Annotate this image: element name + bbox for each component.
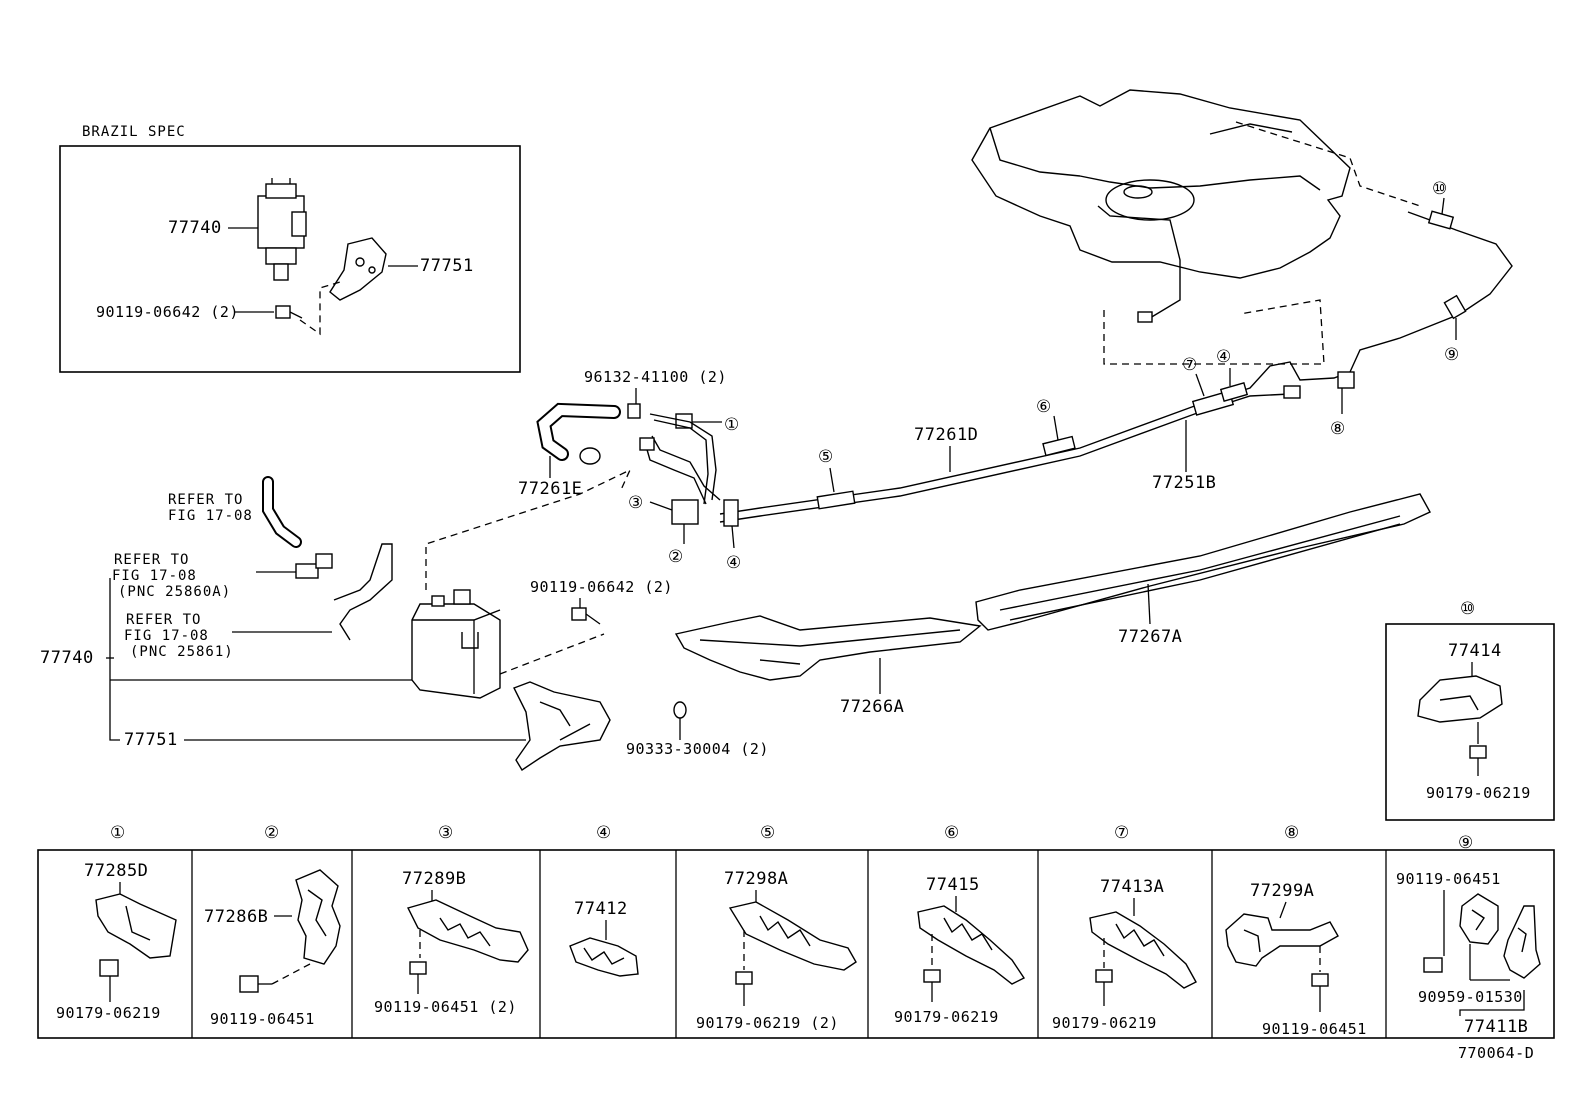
detail-strip xyxy=(37,849,1555,1039)
main-callouts: ① ② ③ ④ ⑤ ⑥ ⑦ ④ ⑧ ⑨ ⑩ xyxy=(628,179,1459,573)
detail-4: ④ 77412 xyxy=(569,823,639,977)
detail-2-callout: ② xyxy=(264,823,279,843)
fuel-tank xyxy=(971,89,1421,365)
main-fuel-tubes xyxy=(639,210,1513,527)
detail-10: ⑩ 77414 90179-06219 xyxy=(1385,599,1555,821)
detail-5-callout: ⑤ xyxy=(760,823,775,843)
refer-note-2-line1: REFER TO xyxy=(114,552,189,568)
refer-note-2: REFER TO FIG 17-08 (PNC 25860A) xyxy=(112,552,231,600)
detail-1: ① 77285D 90179-06219 xyxy=(56,823,177,1022)
callout-main-4a: ④ xyxy=(726,553,741,573)
inset-canister xyxy=(257,178,307,281)
label-77251B: 77251B xyxy=(1152,473,1216,493)
detail-2-part: 77286B xyxy=(204,907,268,927)
label-90333: 90333-30004 (2) xyxy=(626,740,769,758)
label-77266A: 77266A xyxy=(840,697,904,717)
detail-5-part: 77298A xyxy=(724,869,788,889)
nut-90333 xyxy=(673,701,687,719)
label-bolt-main: 90119-06642 (2) xyxy=(530,578,673,596)
inset-frame xyxy=(59,145,521,373)
inset-bolt-label: 90119-06642 (2) xyxy=(96,303,239,321)
detail-9-clip: 90959-01530 xyxy=(1418,988,1523,1006)
detail-1-part: 77285D xyxy=(84,861,148,881)
detail-10-part: 77414 xyxy=(1448,641,1502,661)
callout-main-7: ⑦ xyxy=(1182,355,1197,375)
callout-main-2: ② xyxy=(668,547,683,567)
refer-parts xyxy=(262,476,393,641)
detail-7-part: 77413A xyxy=(1100,877,1164,897)
detail-8-bolt: 90119-06451 xyxy=(1262,1020,1367,1038)
callout-main-10: ⑩ xyxy=(1432,179,1447,199)
callout-main-1: ① xyxy=(724,415,739,435)
callout-main-6: ⑥ xyxy=(1036,397,1051,417)
label-77751-main: 77751 xyxy=(124,730,178,750)
inset-bolt xyxy=(275,305,303,319)
refer-note-3-line2: FIG 17-08 xyxy=(124,628,209,644)
detail-4-callout: ④ xyxy=(596,823,611,843)
refer-note-1-line1: REFER TO xyxy=(168,492,243,508)
detail-5-bolt: 90179-06219 (2) xyxy=(696,1014,839,1032)
detail-3-callout: ③ xyxy=(438,823,453,843)
detail-10-frame xyxy=(1385,623,1555,821)
detail-9-bolt-top: 90119-06451 xyxy=(1396,870,1501,888)
label-96132: 96132-41100 (2) xyxy=(584,368,727,386)
detail-7-bolt: 90179-06219 xyxy=(1052,1014,1157,1032)
label-77261E: 77261E xyxy=(518,479,582,499)
refer-note-1-line2: FIG 17-08 xyxy=(168,508,253,524)
detail-10-bolt: 90179-06219 xyxy=(1426,784,1531,802)
refer-note-1: REFER TO FIG 17-08 xyxy=(168,492,253,524)
protector-77266A xyxy=(674,615,982,694)
inset-bracket xyxy=(329,237,387,301)
callout-main-3: ③ xyxy=(628,493,643,513)
callout-main-4b: ④ xyxy=(1216,347,1231,367)
inset-canister-label: 77740 xyxy=(168,218,222,238)
detail-7: ⑦ 77413A 90179-06219 xyxy=(1052,823,1197,1032)
detail-9-part: 77411B xyxy=(1464,1017,1528,1037)
bracket-main xyxy=(513,681,611,771)
refer-note-2-line2: FIG 17-08 xyxy=(112,568,197,584)
detail-2-bolt: 90119-06451 xyxy=(210,1010,315,1028)
detail-6: ⑥ 77415 90179-06219 xyxy=(894,823,1026,1026)
detail-10-callout: ⑩ xyxy=(1460,599,1475,619)
refer-note-2-line3: (PNC 25860A) xyxy=(118,584,231,600)
detail-4-part: 77412 xyxy=(574,899,628,919)
refer-note-3-line1: REFER TO xyxy=(126,612,201,628)
detail-1-callout: ① xyxy=(110,823,125,843)
callout-main-5: ⑤ xyxy=(818,447,833,467)
detail-9-callout: ⑨ xyxy=(1458,833,1473,853)
detail-3-bolt: 90119-06451 (2) xyxy=(374,998,517,1016)
detail-8-callout: ⑧ xyxy=(1284,823,1299,843)
detail-5: ⑤ 77298A 90179-06219 (2) xyxy=(696,823,857,1032)
inset-bracket-label: 77751 xyxy=(420,256,474,276)
detail-3: ③ 77289B 90119-06451 (2) xyxy=(374,823,529,1016)
detail-8-part: 77299A xyxy=(1250,881,1314,901)
label-77740-main: 77740 xyxy=(40,648,94,668)
label-77267A: 77267A xyxy=(1118,627,1182,647)
callout-main-9: ⑨ xyxy=(1444,345,1459,365)
detail-3-part: 77289B xyxy=(402,869,466,889)
detail-6-bolt: 90179-06219 xyxy=(894,1008,999,1026)
brazil-spec-inset: BRAZIL SPEC 77740 77751 90119-0664 xyxy=(59,124,521,373)
inset-title: BRAZIL SPEC xyxy=(82,124,186,140)
detail-8: ⑧ 77299A 90119-06451 xyxy=(1225,823,1367,1038)
refer-note-3-line3: (PNC 25861) xyxy=(130,644,234,660)
label-77261D: 77261D xyxy=(914,425,978,445)
protector-77267A xyxy=(975,493,1431,631)
callout-main-8: ⑧ xyxy=(1330,419,1345,439)
detail-9: ⑨ 90119-06451 90959-01530 77411B xyxy=(1396,833,1541,1037)
detail-7-callout: ⑦ xyxy=(1114,823,1129,843)
bolt-main xyxy=(571,598,601,625)
canister-main xyxy=(411,589,501,699)
detail-6-callout: ⑥ xyxy=(944,823,959,843)
refer-note-3: REFER TO FIG 17-08 (PNC 25861) xyxy=(124,612,234,660)
detail-6-part: 77415 xyxy=(926,875,980,895)
hose-77261E xyxy=(536,402,641,478)
detail-1-bolt: 90179-06219 xyxy=(56,1004,161,1022)
diagram-code: 770064-D xyxy=(1458,1044,1534,1062)
detail-2: ② 77286B 90119-06451 xyxy=(204,823,341,1028)
